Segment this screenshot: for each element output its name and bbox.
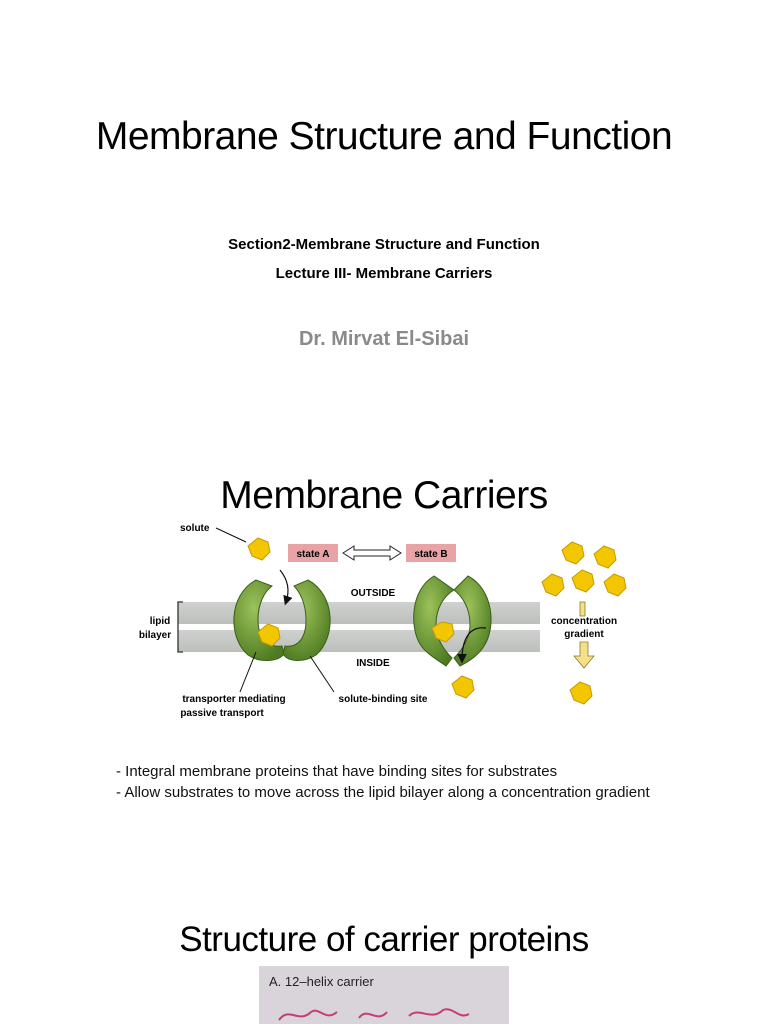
transporter-label-line2: passive transport xyxy=(180,708,264,719)
binding-site-label: solute-binding site xyxy=(339,694,428,705)
image-caption: A. 12–helix carrier xyxy=(269,974,374,989)
bilayer-label: bilayer xyxy=(139,630,171,641)
solute-label: solute xyxy=(180,523,210,534)
section-subtitle: Section2-Membrane Structure and Function xyxy=(228,236,540,253)
release-arrow xyxy=(457,627,487,664)
state-a-label: state A xyxy=(297,549,330,560)
concentration-label: concentration xyxy=(551,616,617,627)
outside-label: OUTSIDE xyxy=(351,588,396,599)
transporter-pointer xyxy=(239,651,257,693)
state-b-box xyxy=(406,544,456,562)
inside-label: INSIDE xyxy=(356,658,390,669)
gradient-arrow-stem-top xyxy=(579,601,586,617)
lecture-subtitle: Lecture III- Membrane Carriers xyxy=(275,265,493,282)
solute-pointer xyxy=(215,527,247,543)
carrier-structure-image: A. 12–helix carrier xyxy=(259,966,509,1024)
handwriting-sketch xyxy=(278,1008,470,1021)
bilayer-bracket xyxy=(177,601,183,653)
state-a-box xyxy=(288,544,338,562)
bullet-list: - Integral membrane proteins that have b… xyxy=(116,761,676,803)
lipid-bilayer-upper xyxy=(178,602,540,624)
gradient-down-arrow-icon xyxy=(573,641,595,669)
transporter-label-line1: transporter mediating xyxy=(182,694,285,705)
slide-title-structure: Structure of carrier proteins xyxy=(179,920,589,959)
state-double-arrow-icon xyxy=(342,545,402,561)
solute-molecules xyxy=(247,537,627,705)
transporter-state-b xyxy=(413,575,492,667)
gradient-label: gradient xyxy=(564,629,604,640)
transporter-state-a xyxy=(233,579,331,661)
slide-title-membrane-carriers: Membrane Carriers xyxy=(220,474,548,517)
state-b-label: state B xyxy=(414,549,447,560)
lipid-label: lipid xyxy=(150,616,171,627)
bullet-item: - Allow substrates to move across the li… xyxy=(116,784,650,801)
author-name: Dr. Mirvat El-Sibai xyxy=(298,328,470,350)
bullet-item: - Integral membrane proteins that have b… xyxy=(116,763,558,780)
membrane-carrier-diagram: lipid bilayer OUTSIDE INSIDE state A sta… xyxy=(139,523,627,719)
binding-site-pointer xyxy=(309,655,335,693)
slide-title: Membrane Structure and Function xyxy=(95,115,673,158)
entry-arrow xyxy=(279,569,293,606)
